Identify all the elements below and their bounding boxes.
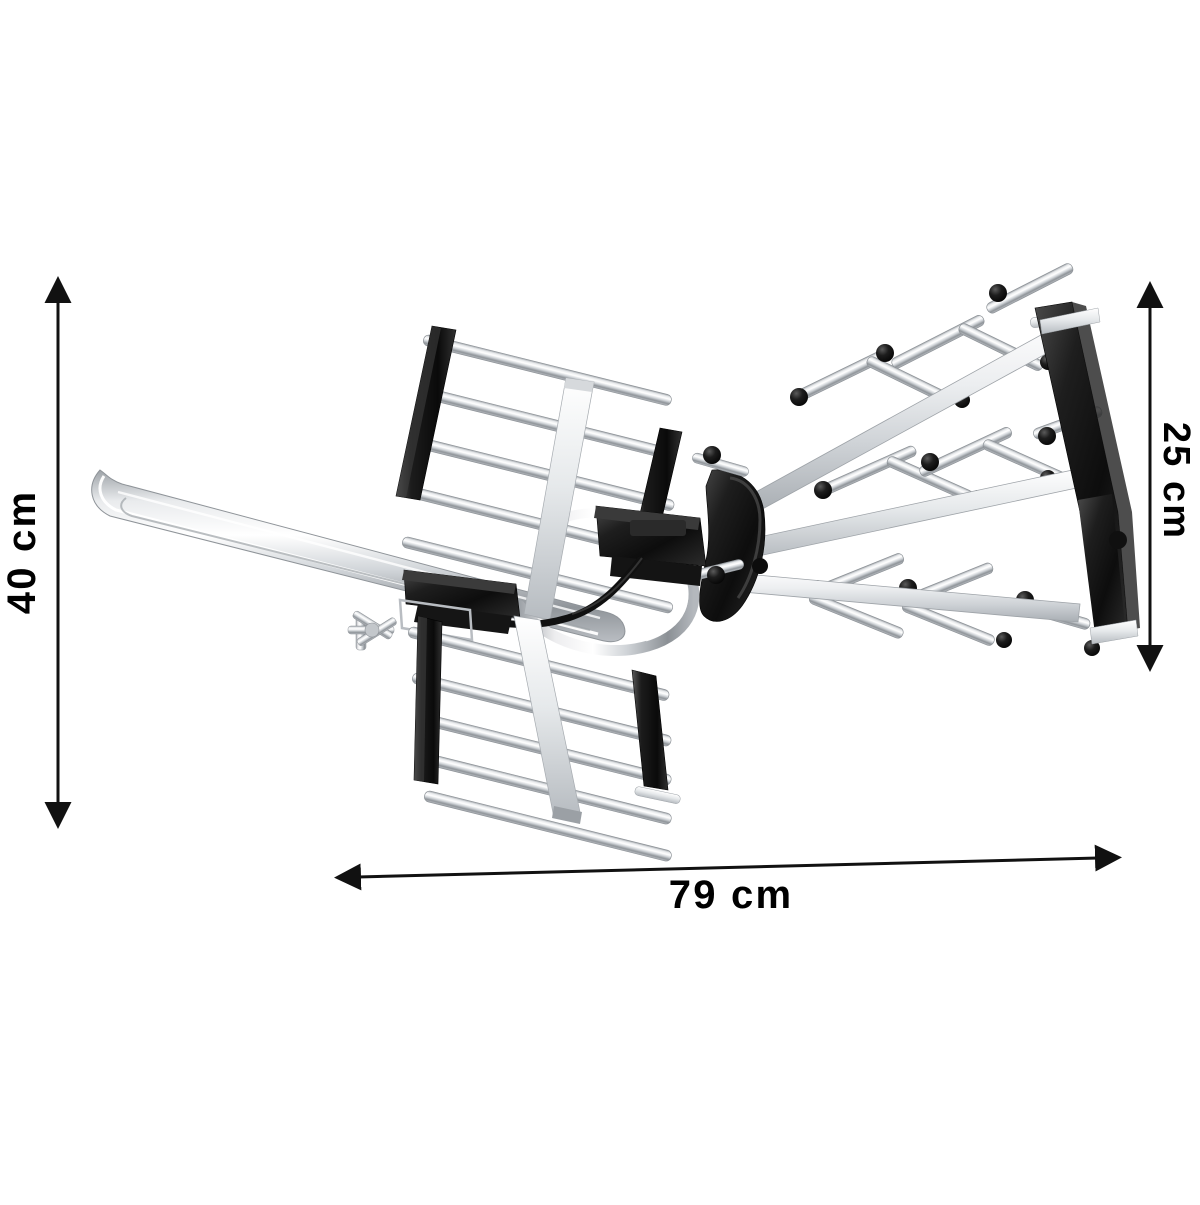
director-tip [790, 388, 808, 406]
rear-support-bracket [1034, 301, 1140, 645]
u-bolt-hardware [347, 610, 397, 651]
yagi-boom-bottom [742, 553, 1100, 656]
yagi-front-housing [688, 446, 768, 622]
reflector-grid-lower [408, 615, 672, 862]
yagi-director-section [688, 263, 1140, 656]
mast-clamp-block [347, 569, 521, 651]
grid-end-cap-right-lower [631, 669, 669, 791]
director-rod-group-top [790, 263, 1074, 408]
